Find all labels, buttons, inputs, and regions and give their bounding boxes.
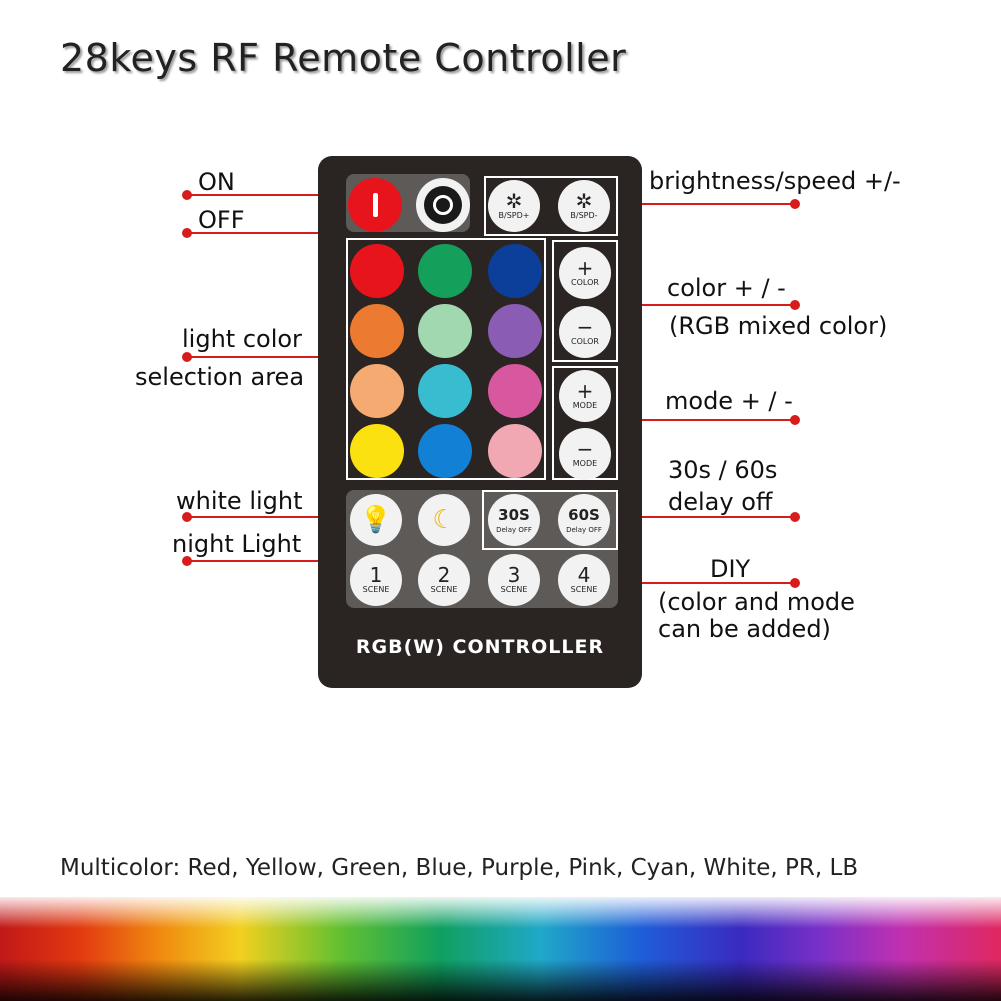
page-title: 28keys RF Remote Controller — [60, 36, 627, 80]
mode-minus-button[interactable]: − MODE — [559, 428, 611, 480]
minus-icon: − — [576, 437, 594, 461]
color-swatch-button[interactable] — [488, 424, 542, 478]
off-button[interactable] — [416, 178, 470, 232]
mode-plus-button[interactable]: + MODE — [559, 370, 611, 422]
color-swatch-button[interactable] — [418, 424, 472, 478]
label-selection-area: selection area — [135, 363, 305, 391]
multicolor-caption: Multicolor: Red, Yellow, Green, Blue, Pu… — [60, 855, 859, 881]
color-swatch-button[interactable] — [350, 424, 404, 478]
scene-number: 2 — [437, 563, 451, 587]
scene-label: SCENE — [430, 585, 458, 594]
color-swatch-button[interactable] — [488, 364, 542, 418]
scene-number: 3 — [507, 563, 521, 587]
plus-icon: + — [576, 256, 594, 280]
delay-off-label: Delay OFF — [496, 526, 532, 534]
remote-body: ✲ B/SPD+ ✲ B/SPD- + COLOR − COLOR + MODE… — [318, 156, 642, 688]
color-swatch-button[interactable] — [418, 244, 472, 298]
scene-number: 4 — [577, 563, 591, 587]
scene-3-button[interactable]: 3 SCENE — [488, 554, 540, 606]
label-mode-pm: mode + / - — [665, 387, 793, 415]
color-swatch-button[interactable] — [418, 304, 472, 358]
label-brightness-speed: brightness/speed +/- — [649, 167, 901, 195]
label-diy-note-1: (color and mode — [658, 588, 855, 616]
color-minus-button[interactable]: − COLOR — [559, 306, 611, 358]
scene-label: SCENE — [570, 585, 598, 594]
power-on-icon — [373, 193, 378, 217]
mode-plus-label: MODE — [572, 401, 598, 410]
color-swatch-button[interactable] — [350, 244, 404, 298]
scene-1-button[interactable]: 1 SCENE — [350, 554, 402, 606]
mode-minus-label: MODE — [572, 459, 598, 468]
label-delay-1: 30s / 60s — [668, 456, 778, 484]
remote-footer-label: RGB(W) CONTROLLER — [355, 636, 605, 658]
scene-label: SCENE — [500, 585, 528, 594]
scene-label: SCENE — [362, 585, 390, 594]
color-selection-box — [346, 238, 546, 480]
label-off: OFF — [198, 206, 245, 234]
color-minus-label: COLOR — [571, 337, 599, 346]
label-color-pm: color + / - — [667, 274, 786, 302]
scene-number: 1 — [369, 563, 383, 587]
scene-4-button[interactable]: 4 SCENE — [558, 554, 610, 606]
color-swatch-button[interactable] — [488, 244, 542, 298]
color-plus-button[interactable]: + COLOR — [559, 247, 611, 299]
minus-icon: − — [576, 315, 594, 339]
night-light-button[interactable]: ☾ — [418, 494, 470, 546]
color-plus-label: COLOR — [571, 278, 599, 287]
label-on: ON — [198, 168, 235, 196]
plus-icon: + — [576, 379, 594, 403]
sun-icon: ✲ — [505, 189, 523, 213]
label-white-light: white light — [176, 487, 303, 515]
color-swatch-button[interactable] — [418, 364, 472, 418]
label-rgb-mixed: (RGB mixed color) — [669, 312, 888, 340]
delay-30s-button[interactable]: 30S Delay OFF — [488, 494, 540, 546]
label-diy-note-2: can be added) — [658, 615, 831, 643]
label-diy: DIY — [710, 555, 751, 583]
rainbow-gradient-banner — [0, 897, 1001, 1001]
color-pm-box — [552, 240, 618, 362]
color-swatch-button[interactable] — [350, 304, 404, 358]
lightbulb-icon: 💡 — [359, 505, 393, 535]
brightness-speed-plus-button[interactable]: ✲ B/SPD+ — [488, 180, 540, 232]
sun-icon: ✲ — [575, 189, 593, 213]
delay-box — [482, 490, 618, 550]
label-light-color: light color — [182, 325, 302, 353]
moon-icon: ☾ — [432, 505, 456, 535]
white-light-button[interactable]: 💡 — [350, 494, 402, 546]
d60-label: 60S — [568, 506, 600, 524]
scene-2-button[interactable]: 2 SCENE — [418, 554, 470, 606]
color-swatch-button[interactable] — [488, 304, 542, 358]
bspd-minus-label: B/SPD- — [570, 211, 598, 220]
brightness-speed-minus-button[interactable]: ✲ B/SPD- — [558, 180, 610, 232]
bspd-plus-label: B/SPD+ — [498, 211, 530, 220]
delay-off-label: Delay OFF — [566, 526, 602, 534]
power-off-icon — [424, 186, 462, 224]
color-swatch-button[interactable] — [350, 364, 404, 418]
on-button[interactable] — [348, 178, 402, 232]
brightness-box — [484, 176, 618, 236]
delay-60s-button[interactable]: 60S Delay OFF — [558, 494, 610, 546]
label-delay-2: delay off — [668, 488, 773, 516]
d30-label: 30S — [498, 506, 530, 524]
label-night-light: night Light — [172, 530, 302, 558]
